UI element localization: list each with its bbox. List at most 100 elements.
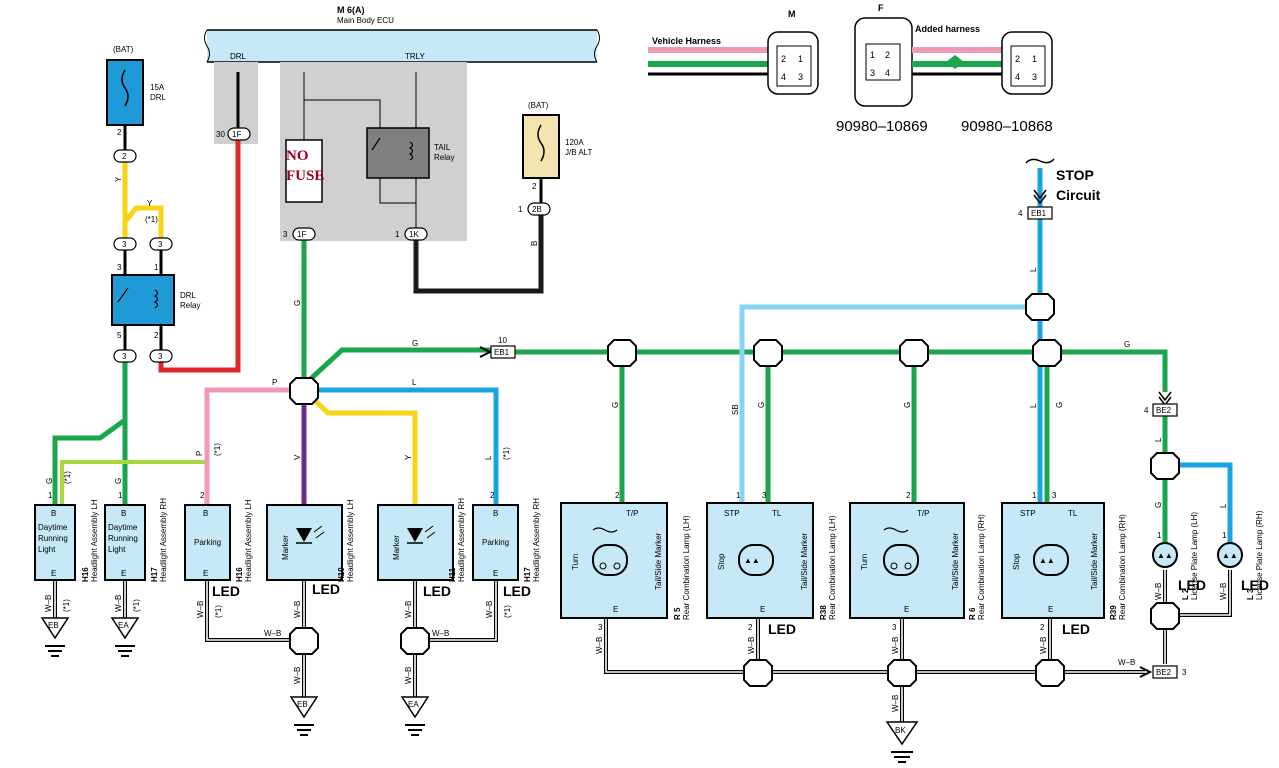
svg-text:2: 2 [781, 54, 786, 64]
part-number-2: 90980–10868 [961, 118, 1053, 135]
ground-eb-2: EB [289, 696, 319, 736]
drl-relay: DRL Relay 3 1 5 2 [111, 263, 200, 340]
parking-lh: 2 B Parking E H16 Headlight Assembly LH … [184, 491, 253, 599]
svg-text:L 2: L 2 [1181, 588, 1190, 600]
wire-pink-park-lh [204, 387, 304, 505]
connector-be2-bottom: BE2 3 [1139, 665, 1187, 679]
license-lamp-l3: ▲▲ 1 L 3 License Plate Lamp (RH) LED [1217, 510, 1269, 600]
svg-text:3: 3 [762, 491, 767, 500]
svg-text:TAIL: TAIL [434, 143, 451, 152]
rear-lamp-r5: 2 Turn T/P Tail/Side Marker E 3 R 5 Rear… [560, 491, 691, 632]
svg-text:LED: LED [423, 583, 451, 599]
svg-text:3: 3 [870, 68, 875, 78]
svg-text:4: 4 [1018, 209, 1023, 218]
svg-text:R39: R39 [1109, 605, 1118, 620]
connector-eb1-stop: EB1 4 [1018, 189, 1053, 220]
svg-text:Daytime: Daytime [38, 523, 68, 532]
svg-text:G: G [45, 478, 54, 484]
svg-text:H16: H16 [81, 567, 90, 582]
svg-text:P: P [195, 451, 204, 456]
svg-text:2: 2 [885, 50, 890, 60]
marker-rh: Marker H11 Headlight Assembly RH LED [377, 498, 466, 599]
svg-text:Headlight Assembly RH: Headlight Assembly RH [532, 498, 541, 582]
svg-text:DRL: DRL [150, 93, 167, 102]
svg-text:LED: LED [503, 583, 531, 599]
svg-text:V: V [293, 454, 302, 460]
stop-circuit: STOP Circuit [1025, 158, 1101, 203]
svg-text:L 3: L 3 [1246, 588, 1255, 600]
svg-text:G: G [903, 402, 912, 408]
svg-text:L: L [1029, 403, 1038, 408]
svg-text:1F: 1F [232, 130, 241, 139]
svg-text:G: G [1124, 340, 1130, 349]
wire-yellow-b [123, 205, 164, 241]
svg-text:W–B: W–B [891, 637, 900, 654]
svg-text:EB: EB [297, 700, 308, 709]
hub-node [289, 377, 319, 405]
svg-text:Headlight Assembly LH: Headlight Assembly LH [90, 499, 99, 582]
svg-text:Marker: Marker [281, 535, 290, 560]
svg-text:Parking: Parking [194, 538, 221, 547]
svg-text:Stop: Stop [1012, 553, 1021, 570]
svg-text:▲▲: ▲▲ [1039, 556, 1055, 565]
svg-text:3: 3 [117, 263, 122, 272]
svg-text:Tail/Side Marker: Tail/Side Marker [654, 532, 663, 590]
svg-text:1: 1 [518, 205, 523, 214]
svg-text:1: 1 [736, 491, 741, 500]
svg-text:3: 3 [1182, 668, 1187, 677]
svg-text:Headlight Assembly LH: Headlight Assembly LH [346, 499, 355, 582]
fuse-15a-drl: (BAT) 15A DRL 2 [106, 45, 167, 137]
svg-text:L: L [1029, 267, 1038, 272]
connector-eb1-main: 10 EB1 [479, 336, 516, 359]
svg-text:Running: Running [38, 534, 68, 543]
svg-text:FUSE: FUSE [286, 168, 324, 184]
svg-text:2: 2 [1040, 623, 1045, 632]
svg-text:EA: EA [408, 700, 419, 709]
svg-text:H17: H17 [523, 567, 532, 582]
svg-text:Rear Combination Lamp (LH): Rear Combination Lamp (LH) [682, 515, 691, 620]
svg-text:E: E [613, 605, 618, 614]
svg-text:Turn: Turn [571, 554, 580, 570]
wire-lime [60, 460, 205, 505]
svg-text:G: G [114, 478, 123, 484]
license-lamp-l2: ▲▲ 1 L 2 License Plate Lamp (LH) LED [1152, 512, 1206, 600]
part-number-1: 90980–10869 [836, 118, 928, 135]
svg-text:Relay: Relay [180, 301, 200, 310]
drl-lh: 1 B Daytime Running Light E H16 Headligh… [34, 491, 99, 582]
marker-lh: Marker H10 Headlight Assembly LH LED [266, 499, 355, 597]
svg-text:4: 4 [1144, 406, 1149, 415]
svg-text:E: E [121, 569, 126, 578]
svg-text:3: 3 [122, 352, 127, 361]
svg-text:R 6: R 6 [968, 607, 977, 620]
wire-green-main [302, 347, 495, 387]
svg-text:B: B [493, 509, 498, 518]
svg-text:(*1): (*1) [62, 599, 71, 612]
svg-text:B: B [203, 509, 208, 518]
rear-lamp-r6: 2 Turn T/P Tail/Side Marker E 3 R 6 Rear… [849, 491, 986, 632]
wire-labels: Y Y (*1) G B G G P L G (*1) G P (*1) V Y… [44, 176, 1228, 712]
svg-text:L: L [484, 455, 493, 460]
svg-text:1: 1 [1157, 531, 1162, 540]
svg-text:TL: TL [1068, 509, 1078, 518]
svg-text:Rear Combination Lamp (LH): Rear Combination Lamp (LH) [828, 515, 837, 620]
svg-text:EA: EA [118, 621, 129, 630]
svg-text:G: G [611, 402, 620, 408]
svg-text:Relay: Relay [434, 153, 454, 162]
wire-blue-park-rh [304, 387, 499, 505]
svg-text:2: 2 [748, 623, 753, 632]
wire-yellow-marker-rh [302, 388, 418, 505]
rear-lamp-r39: 1 3 Stop STP TL Tail/Side Marker ▲▲ E 2 … [1001, 491, 1127, 637]
svg-text:J/B ALT: J/B ALT [565, 148, 593, 157]
svg-text:License Plate Lamp (LH): License Plate Lamp (LH) [1190, 512, 1199, 600]
svg-text:(*1): (*1) [502, 447, 511, 460]
svg-text:3: 3 [1052, 491, 1057, 500]
svg-text:W–B: W–B [264, 629, 281, 638]
svg-text:EB: EB [48, 621, 59, 630]
svg-text:(*1): (*1) [63, 471, 72, 484]
svg-text:G: G [1154, 502, 1163, 508]
svg-text:Headlight Assembly RH: Headlight Assembly RH [457, 498, 466, 582]
tail-relay: TAIL Relay [366, 127, 454, 179]
svg-text:2: 2 [1015, 54, 1020, 64]
svg-text:▲▲: ▲▲ [744, 556, 760, 565]
